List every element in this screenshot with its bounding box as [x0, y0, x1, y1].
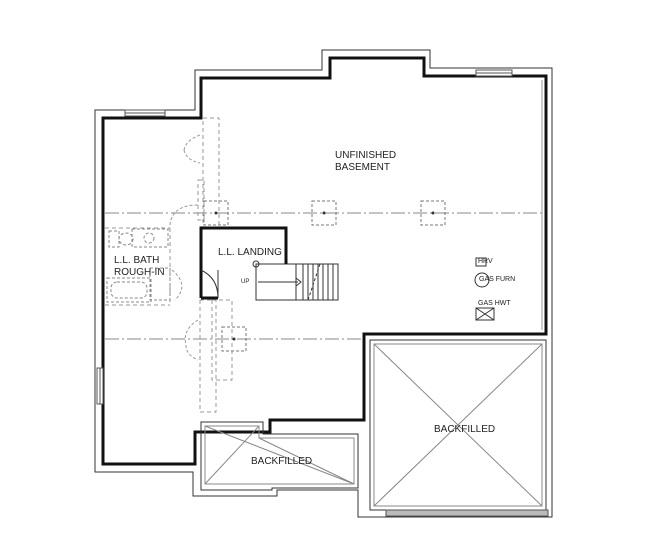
stair-up-label: UP: [241, 279, 250, 285]
equipment-label-water-heater: GAS HWT: [478, 300, 511, 307]
stair: [252, 228, 339, 301]
door-swings: [169, 134, 201, 361]
room-label-landing: L.L. LANDING: [218, 247, 282, 258]
footing-post-1: [203, 200, 229, 226]
footing-post-4: [221, 326, 247, 352]
room-label-bath-line1: L.L. BATH: [114, 255, 160, 266]
water-heater-unit: [475, 307, 495, 321]
hrv-unit: [475, 257, 487, 267]
equipment-label-furnace: GAS FURN: [479, 276, 516, 283]
room-label-basement: UNFINISHED BASEMENT: [335, 150, 396, 173]
room-label-bath-line2: ROUGH-IN: [114, 266, 165, 278]
footing-post-3: [420, 200, 446, 226]
furnace-unit: [474, 272, 490, 288]
toilet-fixture: [108, 230, 134, 248]
future-partition-walls: [105, 117, 233, 413]
tub-fixture: [106, 267, 171, 303]
equipment-label-hrv: HRV: [478, 258, 493, 265]
room-label-basement-line1: UNFINISHED: [335, 150, 397, 161]
window-left: [96, 367, 104, 405]
landing-walls: [199, 226, 288, 300]
backfilled-area-left: [200, 421, 359, 491]
footing-post-2: [311, 200, 337, 226]
window-top-right: [475, 69, 513, 77]
room-label-backfilled-right: BACKFILLED: [434, 424, 496, 435]
foundation-wall: [101, 56, 548, 466]
foundation-outer-outline: [94, 49, 553, 518]
window-top-left: [124, 109, 166, 117]
room-label-backfilled-left: BACKFILLED: [251, 456, 313, 467]
vanity-fixture: [131, 228, 169, 248]
room-label-basement-line2: BASEMENT: [335, 161, 391, 173]
room-label-bath: L.L. BATH ROUGH-IN: [114, 255, 165, 278]
